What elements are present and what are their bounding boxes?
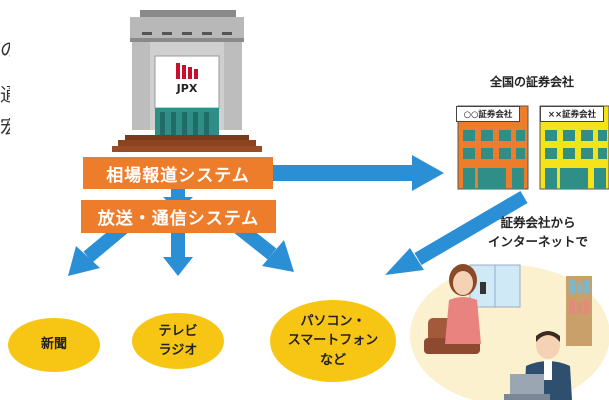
- left-fragment-1: の: [0, 41, 10, 60]
- market-report-system-box: 相場報道システム: [83, 157, 273, 189]
- newspaper-label: 新聞: [40, 337, 67, 353]
- radio-label: ラジオ: [158, 343, 198, 358]
- pc-label-line1: パソコン・: [300, 313, 366, 329]
- pc-label-line2: スマートフォン: [287, 333, 379, 349]
- jpx-logo-text: JPX: [176, 82, 198, 95]
- newspaper-ellipse: 新聞: [8, 318, 100, 372]
- pc-label-line3: など: [319, 352, 346, 368]
- broadcast-system-box: 放送・通信システム: [81, 200, 276, 233]
- left-fragment-3: 宏: [0, 118, 10, 137]
- tv-label: テレビ: [158, 323, 198, 339]
- firm-a-sign: ○○証券会社: [456, 106, 520, 122]
- internet-label-line2: インターネットで: [487, 234, 588, 250]
- pc-smartphone-ellipse: パソコン・ スマートフォン など: [270, 300, 396, 382]
- tv-radio-ellipse: テレビ ラジオ: [132, 313, 224, 369]
- left-fragment-2: 通: [0, 86, 10, 105]
- internet-label: 証券会社から インターネットで: [478, 213, 598, 252]
- firm-b-sign: ××証券会社: [540, 106, 604, 122]
- securities-heading: 全国の証券会社: [489, 75, 574, 89]
- internet-label-line1: 証券会社から: [500, 215, 576, 230]
- exchange-building-icon: [112, 10, 262, 152]
- people-using-devices-illustration: [410, 264, 609, 400]
